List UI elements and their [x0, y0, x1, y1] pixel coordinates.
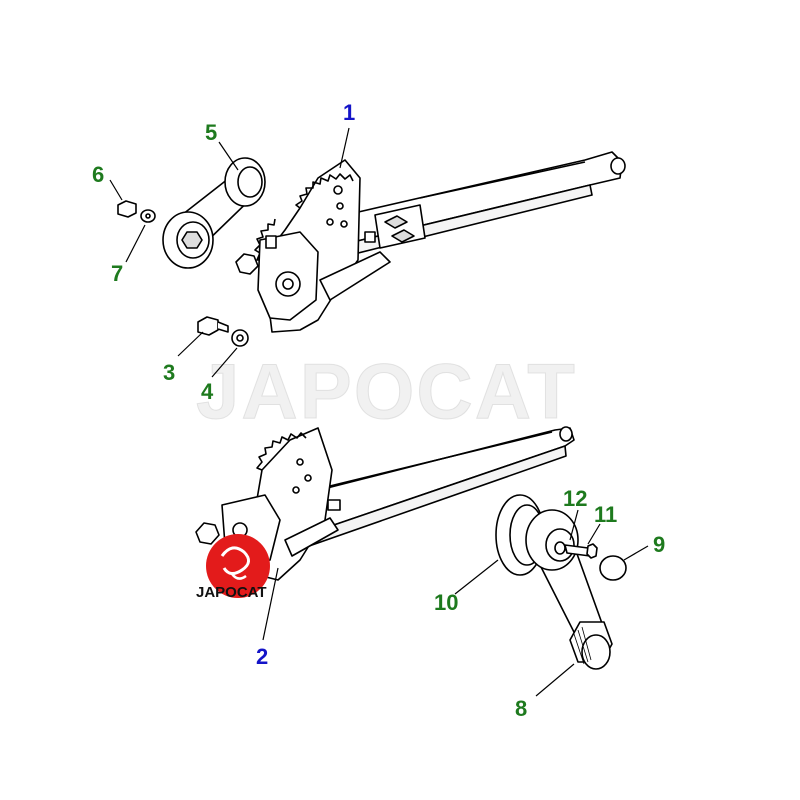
- callout-3: 3: [163, 360, 176, 385]
- callout-8: 8: [515, 696, 528, 721]
- window-handle-upper: [162, 157, 266, 269]
- callout-12: 12: [563, 486, 588, 511]
- logo-label: JAPOCAT: [196, 584, 267, 601]
- callout-2: 2: [256, 644, 269, 669]
- window-regulator-upper: [235, 151, 626, 333]
- callout-4: 4: [201, 379, 214, 404]
- window-handle-lower: [495, 494, 627, 670]
- watermark-text: JAPOCAT: [196, 347, 577, 436]
- callout-5: 5: [205, 120, 218, 145]
- callout-6: 6: [92, 162, 105, 187]
- callout-11: 11: [594, 502, 618, 527]
- callout-7: 7: [111, 261, 124, 286]
- bolt-part-3: [197, 316, 249, 347]
- japocat-logo: [206, 534, 270, 598]
- callout-10: 10: [434, 590, 459, 615]
- callout-9: 9: [653, 532, 666, 557]
- callout-1: 1: [343, 100, 356, 125]
- bolt-part-6: [117, 200, 156, 223]
